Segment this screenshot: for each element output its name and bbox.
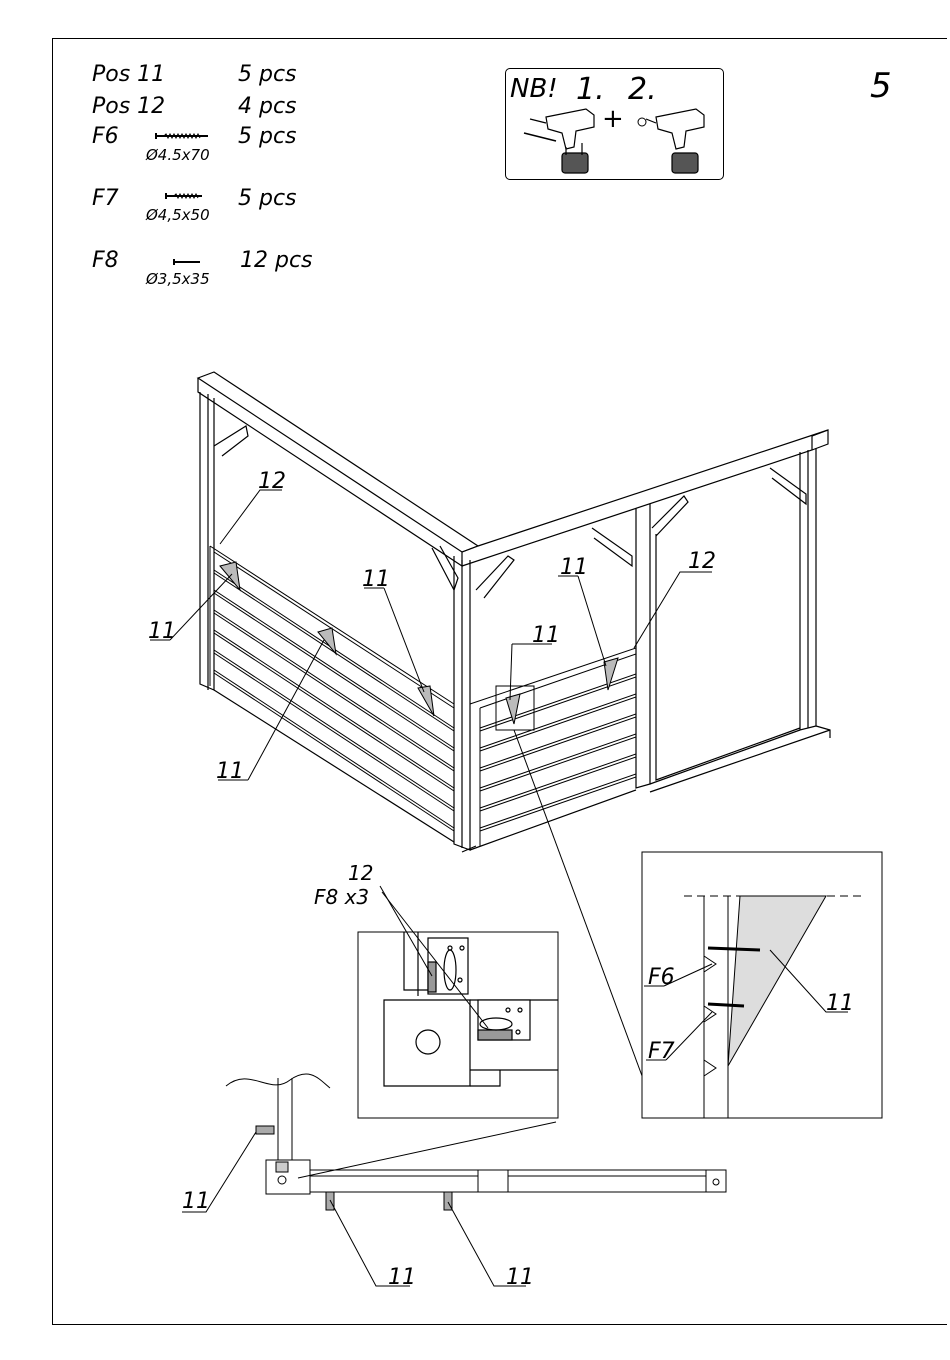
detail-label-pos11: 11 bbox=[826, 991, 854, 1016]
detail-label-pos12: 12 bbox=[348, 861, 373, 885]
label-pos12: 12 bbox=[258, 469, 286, 494]
label-pos11: 11 bbox=[216, 759, 244, 784]
label-f7: F7 bbox=[648, 1039, 675, 1064]
detail-label-f8: F8 x3 bbox=[314, 885, 369, 909]
plan-label-pos11: 11 bbox=[388, 1265, 416, 1290]
left-wall-boards bbox=[210, 546, 454, 831]
label-pos11: 11 bbox=[560, 555, 588, 580]
label-pos11: 11 bbox=[148, 619, 176, 644]
label-pos11: 11 bbox=[532, 623, 560, 648]
label-f6: F6 bbox=[648, 965, 675, 990]
frame-structure bbox=[198, 372, 830, 852]
label-pos12: 12 bbox=[688, 549, 716, 574]
plan-label-pos11: 11 bbox=[182, 1189, 210, 1214]
plan-label-pos11: 11 bbox=[506, 1265, 534, 1290]
label-pos11: 11 bbox=[362, 567, 390, 592]
